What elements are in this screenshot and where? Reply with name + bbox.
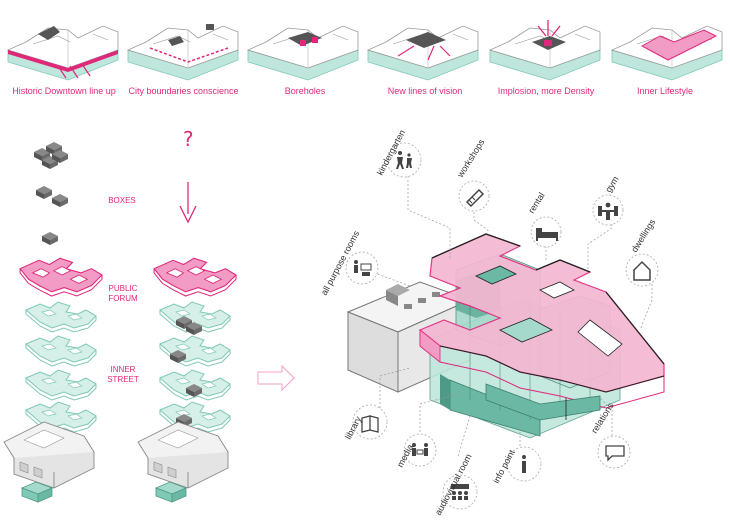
step-diagram-1 xyxy=(7,25,119,81)
rental-icon xyxy=(536,228,558,241)
gym-icon xyxy=(598,202,618,220)
workshops-icon xyxy=(465,188,485,208)
question-mark: ? xyxy=(182,127,194,151)
label-workshops: workshops xyxy=(455,137,487,180)
step-diagram-4 xyxy=(367,25,479,81)
label-dwellings: dwellings xyxy=(629,217,657,254)
step-caption-6: Inner Lifestyle xyxy=(636,86,694,96)
legend-inner-street: INNER STREET xyxy=(107,365,139,384)
library-icon xyxy=(361,415,379,433)
multipurpose-icon xyxy=(354,260,372,276)
label-gym: gym xyxy=(603,174,620,194)
step-diagram-6 xyxy=(611,25,723,81)
step-diagram-3 xyxy=(247,25,359,81)
legend-boxes: BOXES xyxy=(108,196,136,205)
main-axonometric xyxy=(346,233,665,439)
step-caption-1: Historic Downtown line up xyxy=(12,86,116,96)
audiovisual-icon xyxy=(451,484,469,500)
step-caption-2: City boundaries conscience xyxy=(128,86,239,96)
exploded-column-left xyxy=(3,142,103,503)
step-caption-3: Boreholes xyxy=(284,86,326,96)
transition-arrow xyxy=(257,364,295,392)
label-rental: rental xyxy=(526,191,546,215)
exploded-column-right: ? xyxy=(137,127,237,503)
relations-icon xyxy=(605,445,625,462)
info-point-icon xyxy=(522,455,526,473)
step-caption-4: New lines of vision xyxy=(387,86,463,96)
kindergarten-icon xyxy=(396,151,412,169)
step-caption-5: Implosion, more Density xyxy=(497,86,595,96)
dwellings-icon xyxy=(633,260,651,281)
step-diagram-5 xyxy=(489,20,601,81)
legend-public-forum: PUBLIC FORUM xyxy=(108,284,138,303)
step-diagram-2 xyxy=(127,24,239,81)
media-icon xyxy=(412,443,428,456)
